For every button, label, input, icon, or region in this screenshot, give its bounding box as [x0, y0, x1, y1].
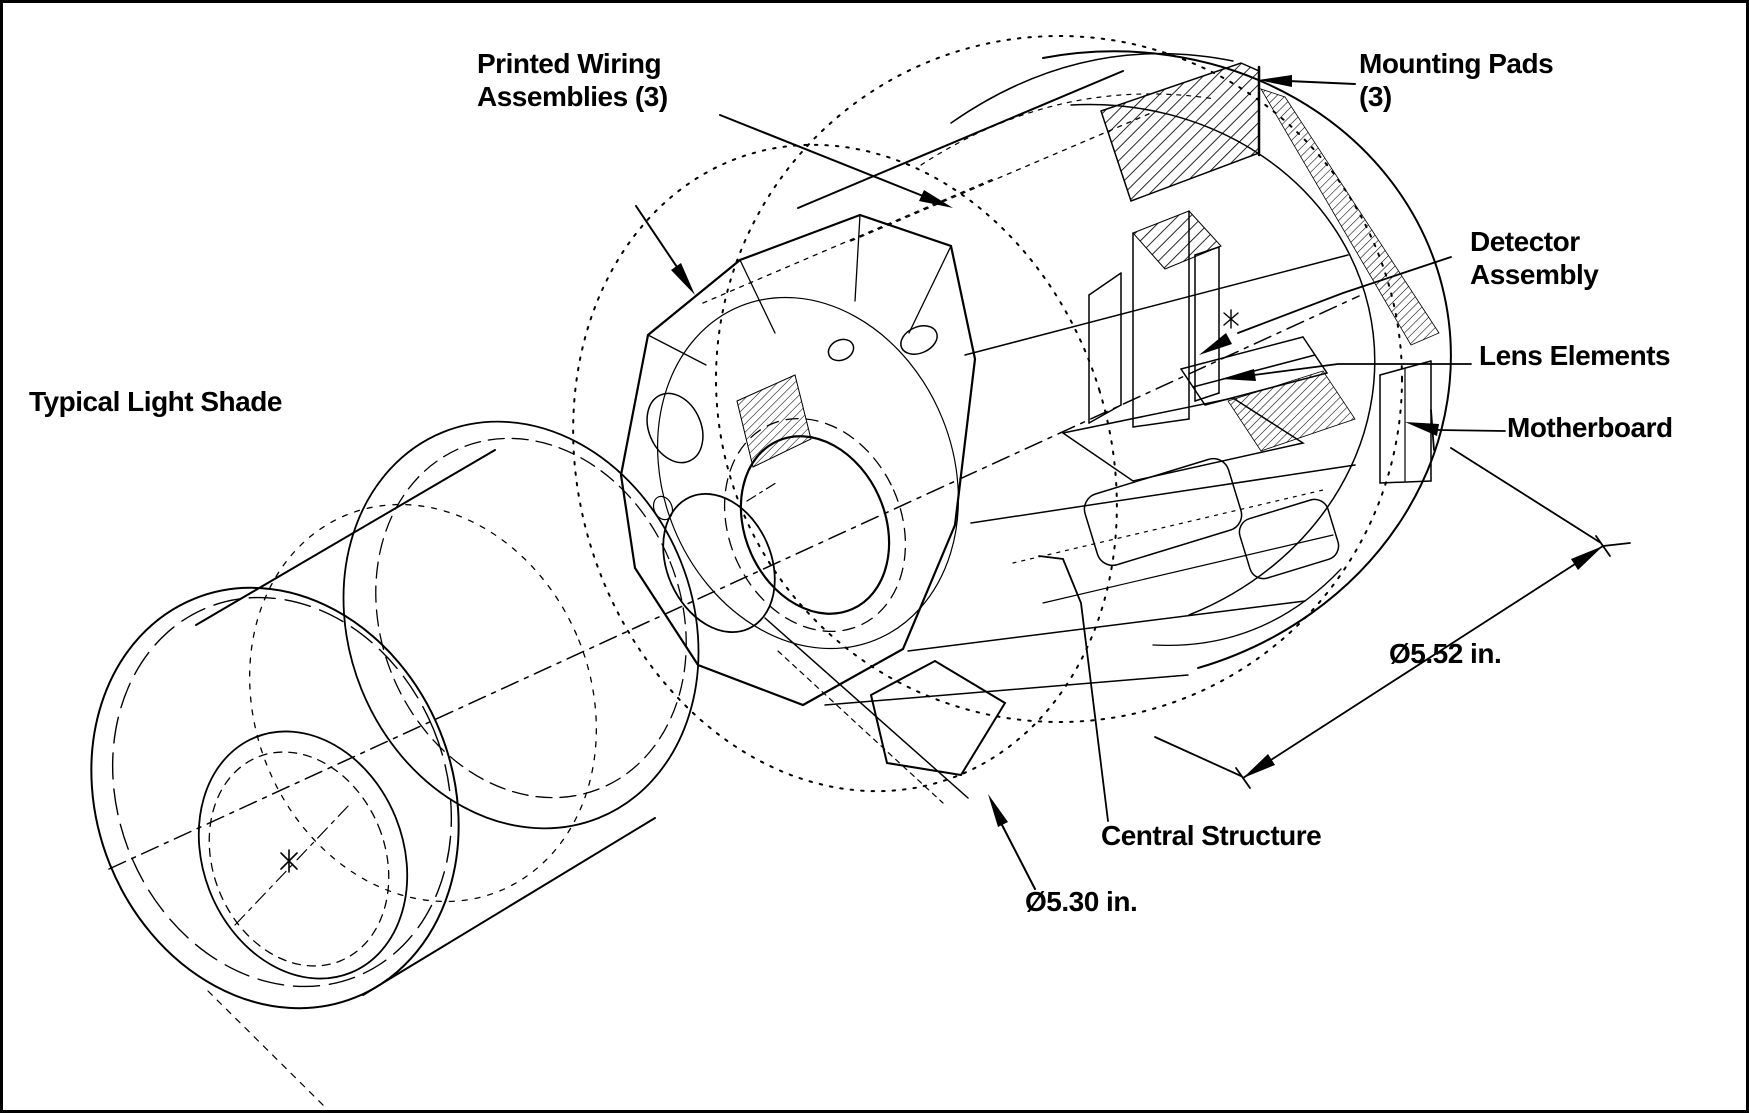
label-printed-wiring-assemblies: Printed Wiring Assemblies (3)	[477, 47, 668, 113]
center-mark-detector	[1223, 309, 1239, 329]
label-detector-assembly: Detector Assembly	[1470, 225, 1599, 291]
label-typical-light-shade: Typical Light Shade	[29, 386, 282, 417]
label-printed-wiring-line2: Assemblies (3)	[477, 81, 668, 113]
label-motherboard: Motherboard	[1507, 412, 1673, 443]
label-mounting-pads-line1: Mounting Pads	[1359, 48, 1554, 79]
dimension-outer	[1154, 447, 1631, 789]
label-mounting-pads-line2: (3)	[1359, 81, 1392, 113]
detector-assembly-drawing	[1061, 210, 1356, 482]
label-mounting-pads: Mounting Pads (3)	[1359, 47, 1554, 113]
leader-lens-elements	[1199, 333, 1472, 381]
center-axis-line	[108, 295, 1360, 926]
leader-printed-wiring-2	[635, 205, 695, 295]
motherboard-drawing	[1379, 360, 1432, 484]
center-mark-shade	[280, 849, 298, 873]
label-lens-elements: Lens Elements	[1479, 340, 1671, 371]
label-dim-outer-diameter: Ø5.52 in.	[1389, 638, 1502, 669]
leader-detector-assembly	[1237, 256, 1452, 334]
leader-mounting-pads	[1258, 75, 1356, 87]
label-detector-line2: Assembly	[1470, 259, 1599, 291]
label-detector-line1: Detector	[1470, 226, 1580, 257]
label-printed-wiring-line1: Printed Wiring	[477, 48, 662, 79]
leader-arrows	[635, 75, 1631, 890]
leader-printed-wiring-1	[719, 114, 953, 208]
label-dim-inner-diameter: Ø5.30 in.	[1025, 886, 1138, 917]
label-central-structure: Central Structure	[1101, 820, 1322, 851]
central-structure-drawing	[619, 213, 1007, 777]
leader-motherboard	[1405, 409, 1506, 451]
exploded-view-drawing	[90, 35, 1631, 1108]
light-shade-drawing	[90, 420, 700, 1108]
mounting-pads-drawing	[920, 52, 1440, 346]
leader-central-structure	[1038, 555, 1109, 822]
leader-dim-inner	[988, 794, 1036, 890]
